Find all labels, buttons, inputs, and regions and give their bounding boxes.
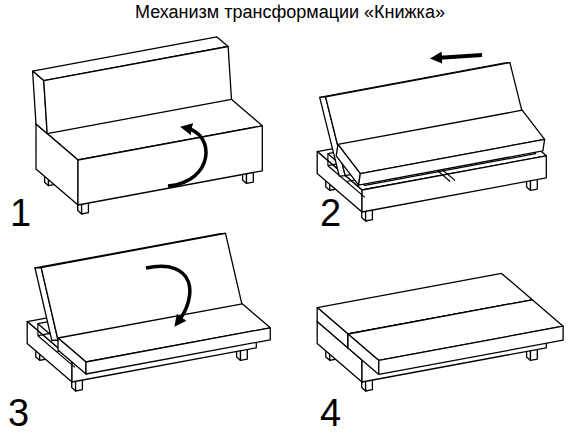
step-number: 3: [8, 394, 29, 432]
pull-arrow: [436, 55, 482, 58]
sofa-seat: [58, 338, 86, 374]
step-number: 2: [320, 194, 341, 232]
rotate-arrow: [168, 128, 206, 186]
step-number: 1: [10, 194, 31, 232]
sofa-seat: [36, 124, 78, 205]
sofa-back: [44, 47, 232, 134]
sofa-back: [317, 308, 348, 348]
sofa-seat: [78, 126, 262, 205]
sofa-seat: [379, 326, 563, 374]
sofa-seat: [348, 334, 379, 374]
storage-edge: [37, 324, 38, 336]
sofa-seat: [359, 139, 545, 185]
step-number: 4: [320, 394, 341, 432]
sofa-seat: [86, 328, 270, 374]
storage-edge: [327, 154, 328, 166]
diagram-title: Механизм трансформации «Книжка»: [135, 3, 445, 21]
lower-arrow: [146, 266, 190, 322]
sofa-seat: [336, 144, 360, 185]
